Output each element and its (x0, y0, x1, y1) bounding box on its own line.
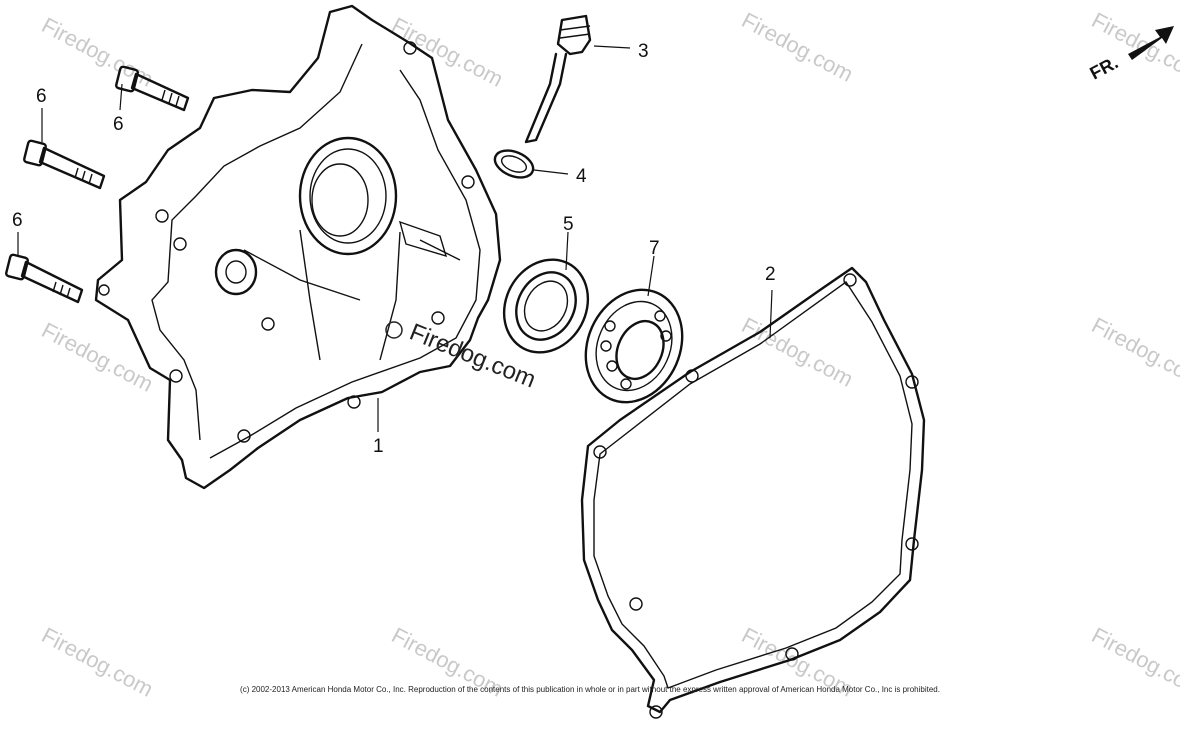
dipstick (524, 14, 592, 144)
callout-part-7: 7 (649, 238, 660, 259)
copyright-notice: (c) 2002-2013 American Honda Motor Co., … (240, 685, 940, 694)
callout-part-6: 6 (36, 86, 47, 107)
watermark-text: Firedog.com (738, 7, 858, 86)
callout-part-3: 3 (638, 41, 649, 62)
leader-lines (17, 45, 773, 432)
callout-part-1: 1 (373, 436, 384, 457)
callout-part-6: 6 (113, 114, 124, 135)
o-ring (493, 149, 535, 179)
center-watermark: Firedog.com (385, 319, 540, 394)
watermark-text: Firedog.com (38, 317, 158, 396)
callout-part-4: 4 (576, 166, 587, 187)
callout-part-6: 6 (12, 210, 23, 231)
crankcase-cover (94, 4, 502, 490)
callout-part-2: 2 (765, 264, 776, 285)
bolt-lower (5, 253, 84, 304)
ball-bearing (584, 288, 684, 404)
watermark-text: Firedog.com (38, 12, 158, 91)
oil-seal (502, 258, 590, 354)
callouts: 3 4 5 7 2 1 6 6 6 (12, 41, 776, 457)
callout-part-5: 5 (563, 214, 574, 235)
direction-label: FR. (1086, 52, 1121, 83)
watermark-text: Firedog.com (738, 312, 858, 391)
watermark-text: Firedog.com (1088, 312, 1180, 391)
bolt-middle (23, 139, 106, 190)
arrow-icon (1128, 26, 1174, 60)
bolt-upper (115, 65, 190, 112)
gasket (580, 266, 926, 719)
